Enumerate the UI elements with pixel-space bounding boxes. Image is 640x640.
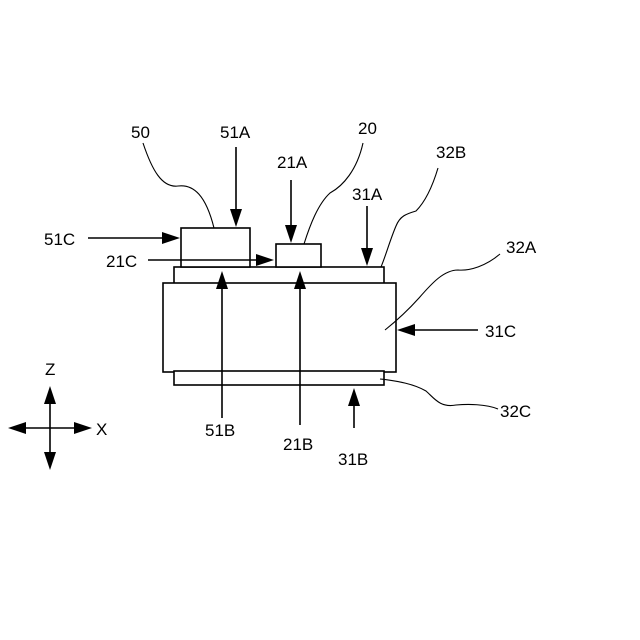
- arrow-51c-head: [162, 232, 180, 244]
- upper-layer-32b: [174, 267, 384, 284]
- label-32b: 32B: [436, 143, 466, 162]
- component-50: [181, 228, 250, 267]
- label-31c: 31C: [485, 322, 516, 341]
- label-21b: 21B: [283, 435, 313, 454]
- arrow-21c-head: [256, 254, 274, 266]
- label-51c: 51C: [44, 230, 75, 249]
- axis-x-left-head: [8, 422, 26, 434]
- leader-32b: [381, 168, 438, 267]
- leader-32c: [380, 379, 498, 409]
- arrow-21a-head: [285, 225, 297, 243]
- component-20: [276, 244, 321, 267]
- axis-x-label: X: [96, 420, 107, 439]
- label-20: 20: [358, 119, 377, 138]
- label-32c: 32C: [500, 402, 531, 421]
- label-31a: 31A: [352, 185, 383, 204]
- label-21c: 21C: [106, 252, 137, 271]
- label-32a: 32A: [506, 238, 537, 257]
- axis-z-up-head: [44, 386, 56, 404]
- arrow-31a-head: [361, 248, 373, 266]
- leader-32a: [385, 254, 500, 330]
- label-50: 50: [131, 123, 150, 142]
- axis-z-down-head: [44, 452, 56, 470]
- label-51b: 51B: [205, 421, 235, 440]
- axis-x-right-head: [74, 422, 92, 434]
- lower-layer-32c: [174, 371, 384, 385]
- arrow-31c-head: [397, 324, 415, 336]
- label-31b: 31B: [338, 450, 368, 469]
- leader-50: [143, 143, 214, 228]
- arrow-51a-head: [230, 209, 242, 227]
- label-51a: 51A: [220, 123, 251, 142]
- label-21a: 21A: [277, 153, 308, 172]
- arrow-31b-head: [348, 388, 360, 406]
- axis-z-label: Z: [45, 360, 55, 379]
- main-block-32a: [163, 283, 396, 372]
